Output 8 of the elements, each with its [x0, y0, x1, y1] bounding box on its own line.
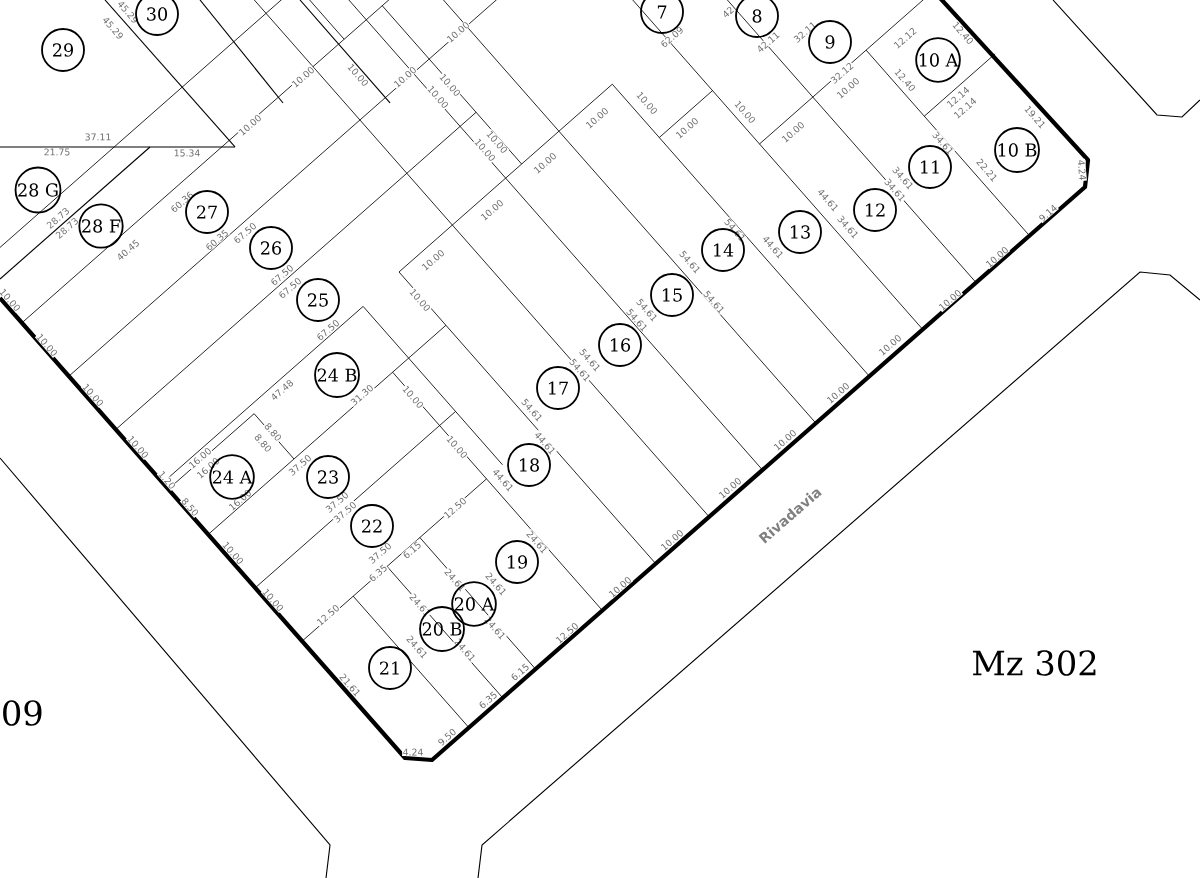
dimension-label: 15.34	[173, 148, 201, 158]
dimension-label: 4.24	[1077, 158, 1087, 182]
dimension-label: 4.24	[402, 748, 424, 756]
dimension-label: 21.75	[43, 147, 71, 157]
block-label: Mz 302	[972, 650, 1096, 676]
dimension-label: 42	[720, 4, 736, 20]
block-label: 09	[3, 700, 42, 726]
dimension-label: 37.11	[84, 132, 112, 142]
